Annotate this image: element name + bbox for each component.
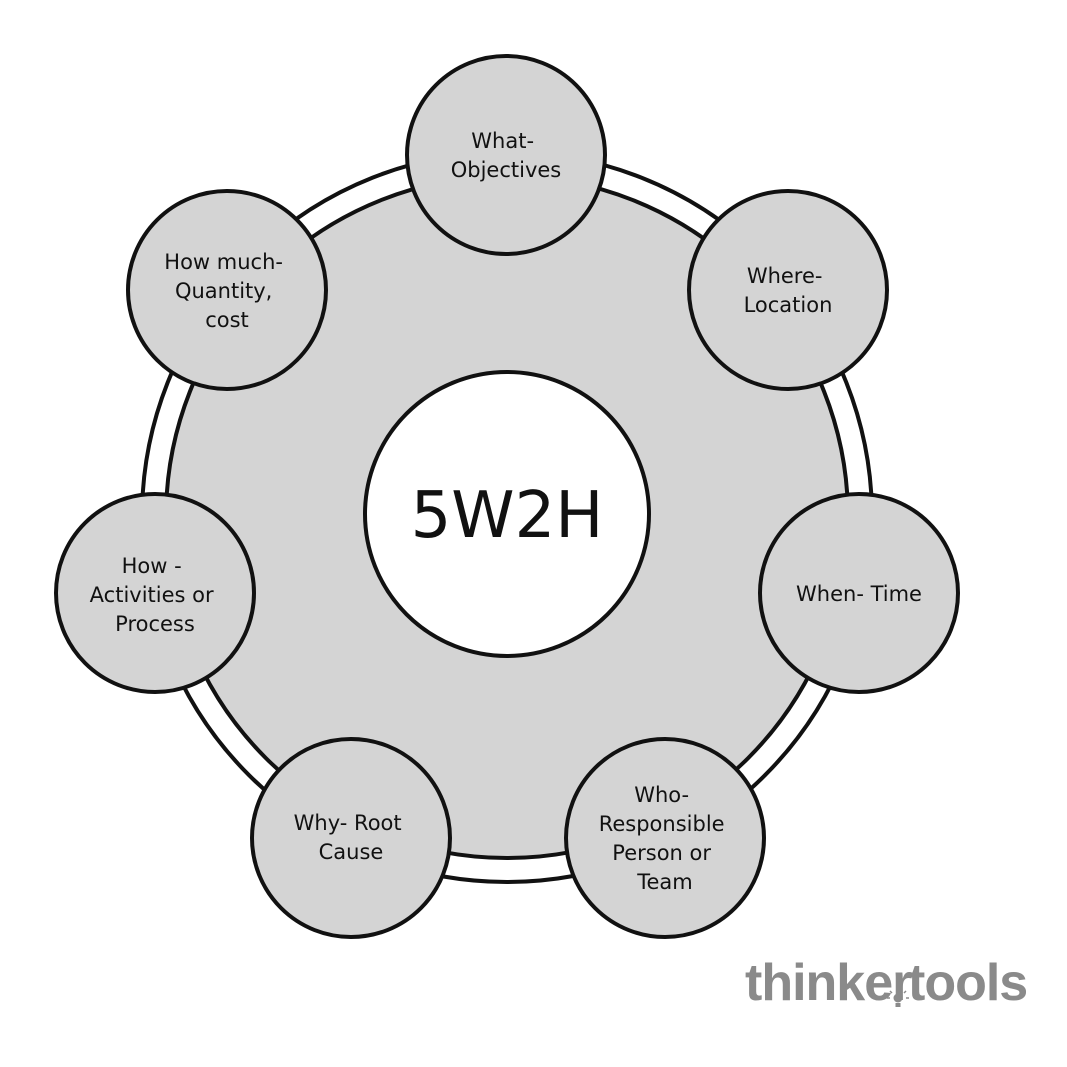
brand-word-right: tools — [908, 954, 1027, 1012]
node-why-line-2: Cause — [319, 840, 384, 864]
node-what-line-1: What- — [471, 129, 534, 153]
node-how-much-line-2: Quantity, — [175, 279, 272, 303]
node-who-line-4: Team — [636, 870, 693, 894]
node-why: Why- Root Cause — [250, 737, 452, 939]
svg-text:When- Time: When- Time — [796, 582, 922, 606]
node-how-much-line-3: cost — [205, 308, 249, 332]
brand-logo: thinker tools — [745, 954, 1028, 1012]
node-when-line-1: When- Time — [796, 582, 922, 606]
node-where-line-1: Where- — [747, 264, 823, 288]
node-how: How - Activities or Process — [54, 492, 256, 694]
node-who-line-3: Person or — [612, 841, 711, 865]
svg-text:How - Activities or: How - Activities or Process — [90, 554, 221, 636]
svg-text:How much- Quantity,: How much- Quantity, cost — [164, 250, 289, 332]
node-who-line-1: Who- — [634, 783, 689, 807]
svg-text:Where- Location: Where- Location — [744, 264, 833, 317]
node-how-much-line-1: How much- — [164, 250, 283, 274]
node-why-line-1: Why- Root — [294, 811, 402, 835]
node-where-line-2: Location — [744, 293, 833, 317]
lightbulb-icon — [887, 987, 909, 1007]
center-label: 5W2H — [411, 479, 604, 553]
node-how-line-3: Process — [115, 612, 195, 636]
svg-text:Who- Responsible P: Who- Responsible Person or Team — [599, 783, 732, 894]
node-how-line-1: How - — [122, 554, 182, 578]
node-what-line-2: Objectives — [451, 158, 562, 182]
node-who-line-2: Responsible — [599, 812, 725, 836]
node-who: Who- Responsible Person or Team — [564, 737, 766, 939]
brand-word-left: thinker — [745, 954, 912, 1012]
node-when: When- Time — [758, 492, 960, 694]
node-how-line-2: Activities or — [90, 583, 214, 607]
svg-text:Why- Root Cause: Why- Root Cause — [294, 811, 409, 864]
node-where: Where- Location — [687, 189, 889, 391]
node-what: What- Objectives — [405, 54, 607, 256]
svg-text:What- Objectives: What- Objectives — [451, 129, 562, 182]
center-circle — [363, 370, 651, 658]
node-how-much: How much- Quantity, cost — [126, 189, 328, 391]
